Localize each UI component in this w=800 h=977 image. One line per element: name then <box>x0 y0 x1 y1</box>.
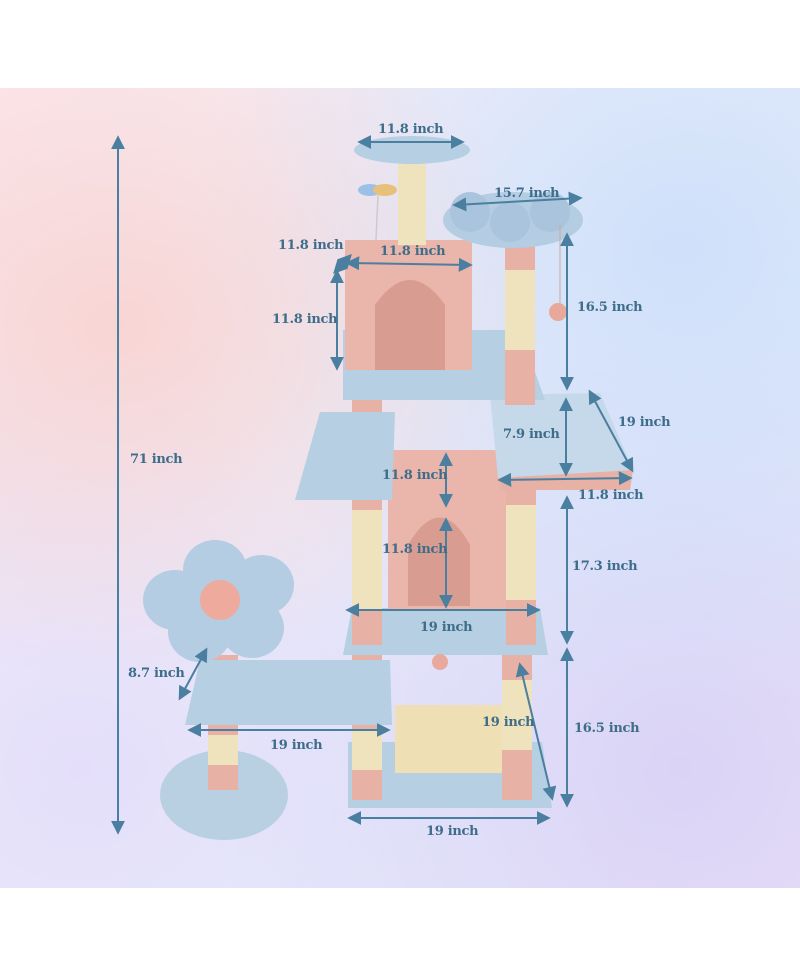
label-upper-condo-height: 11.8 inch <box>272 312 338 327</box>
label-side-post-height: 8.7 inch <box>128 666 185 681</box>
condo-door <box>375 280 445 370</box>
label-flower-bed-width: 15.7 inch <box>494 186 560 201</box>
label-base-height: 16.5 inch <box>574 721 640 736</box>
label-middle-platform-width: 19 inch <box>420 620 473 635</box>
label-hammock-length: 19 inch <box>618 415 671 430</box>
sisal-band <box>506 505 536 600</box>
hanging-ball <box>432 654 448 670</box>
label-base-depth: 19 inch <box>482 715 535 730</box>
dim-line-condo-width <box>345 256 473 272</box>
label-base-width: 19 inch <box>426 824 479 839</box>
sisal-band <box>505 270 535 350</box>
sisal-band <box>208 735 238 765</box>
hanging-ball <box>549 303 567 321</box>
dim-line-hammock-width <box>497 471 633 487</box>
top-perch <box>354 136 470 164</box>
label-hammock-width: 11.8 inch <box>578 488 644 503</box>
sisal-band <box>352 510 382 610</box>
dragonfly-toy <box>358 184 397 241</box>
side-step <box>295 412 395 500</box>
label-total-height: 71 inch <box>130 452 183 467</box>
label-flower-post-height: 16.5 inch <box>577 300 643 315</box>
label-lower-condo-top: 11.8 inch <box>382 468 448 483</box>
label-left-platform-width: 19 inch <box>270 738 323 753</box>
round-base <box>160 750 288 840</box>
label-top-perch-width: 11.8 inch <box>378 122 444 137</box>
label-upper-condo-width: 11.8 inch <box>380 244 446 259</box>
dim-line-side-post <box>178 647 208 701</box>
label-lower-condo-height: 11.8 inch <box>382 542 448 557</box>
label-mid-section-height: 17.3 inch <box>572 559 638 574</box>
label-upper-condo-depth: 11.8 inch <box>278 238 344 253</box>
label-hammock-height: 7.9 inch <box>503 427 560 442</box>
dim-line-flower-bed <box>452 191 583 212</box>
top-post <box>398 160 426 245</box>
sisal-band <box>352 730 382 770</box>
middle-platform <box>343 608 548 655</box>
dim-line-hammock-length <box>588 389 634 473</box>
scratch-pad <box>395 705 503 773</box>
flower-bed-left <box>143 540 294 662</box>
dim-line-base-depth <box>515 662 557 801</box>
left-platform <box>185 660 392 725</box>
